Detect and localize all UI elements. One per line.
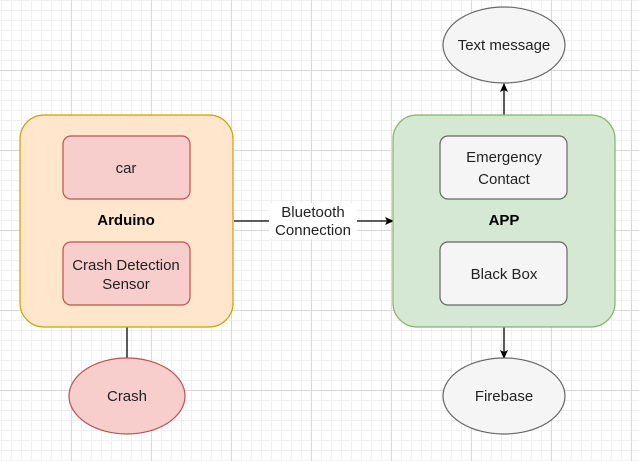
crash-sensor-label-line2: Sensor bbox=[102, 276, 150, 293]
emergency-contact-node[interactable]: Emergency Contact bbox=[439, 135, 568, 200]
emergency-contact-label-line2: Contact bbox=[478, 171, 531, 188]
crash-node[interactable]: Crash bbox=[68, 357, 186, 435]
car-label: car bbox=[116, 160, 137, 177]
bluetooth-label-line2: Connection bbox=[275, 222, 351, 239]
app-label: APP bbox=[489, 212, 520, 229]
emergency-contact-label-line1: Emergency bbox=[466, 149, 542, 166]
crash-sensor-node[interactable]: Crash Detection Sensor bbox=[62, 241, 191, 306]
crash-label: Crash bbox=[107, 388, 147, 405]
text-message-label: Text message bbox=[458, 37, 551, 54]
edge-label-bluetooth: Bluetooth Connection bbox=[269, 203, 357, 239]
text-message-node[interactable]: Text message bbox=[442, 6, 566, 84]
car-node[interactable]: car bbox=[62, 135, 191, 200]
crash-sensor-label-line1: Crash Detection bbox=[72, 257, 180, 274]
bluetooth-label-line1: Bluetooth bbox=[281, 204, 344, 221]
black-box-node[interactable]: Black Box bbox=[439, 241, 568, 306]
black-box-label: Black Box bbox=[471, 266, 538, 283]
firebase-node[interactable]: Firebase bbox=[442, 357, 566, 435]
firebase-label: Firebase bbox=[475, 388, 533, 405]
arduino-label: Arduino bbox=[97, 212, 155, 229]
